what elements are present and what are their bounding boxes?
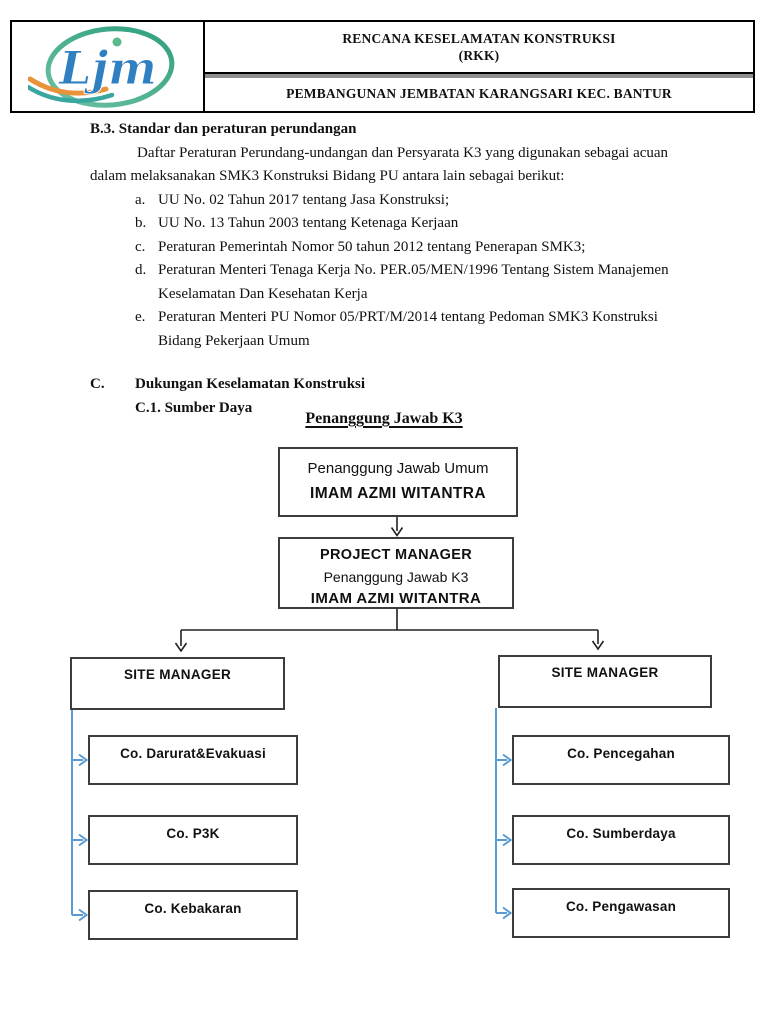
list-text: UU No. 13 Tahun 2003 tentang Ketenaga Ke… xyxy=(158,215,459,231)
list-text-line1: Peraturan Menteri PU Nomor 05/PRT/M/2014… xyxy=(158,309,658,325)
list-marker: a. xyxy=(135,191,146,208)
svg-text:Ljm: Ljm xyxy=(57,41,157,95)
org-box-site-manager-left: SITE MANAGER xyxy=(70,657,285,710)
paragraph-line-2: dalam melaksanakan SMK3 Konstruksi Bidan… xyxy=(90,168,565,184)
org-chart-title: Penanggung Jawab K3 xyxy=(305,410,463,427)
person-name: IMAM AZMI WITANTRA xyxy=(310,485,486,502)
list-marker: e. xyxy=(135,309,146,325)
section-c-heading-row: C. Dukungan Keselamatan Konstruksi xyxy=(90,373,738,397)
org-box-co-pengawasan: Co. Pengawasan xyxy=(512,888,730,938)
down-arrow-icon xyxy=(174,640,605,653)
org-box-site-manager-right: SITE MANAGER xyxy=(498,655,712,708)
list-text: Peraturan Menteri PU Nomor 05/PRT/M/2014… xyxy=(158,306,738,353)
section-c-marker: C. xyxy=(90,376,105,392)
list-item: b. UU No. 13 Tahun 2003 tentang Ketenaga… xyxy=(90,212,738,236)
list-text-line1: Peraturan Menteri Tenaga Kerja No. PER.0… xyxy=(158,262,669,278)
list-marker: d. xyxy=(135,262,147,278)
right-blue-connector xyxy=(495,708,513,920)
document-title-line1: RENCANA KESELAMATAN KONSTRUKSI xyxy=(342,31,616,46)
list-text: Peraturan Pemerintah Nomor 50 tahun 2012… xyxy=(158,238,586,255)
section-c1-heading: C.1. Sumber Daya xyxy=(135,399,253,416)
header-right: RENCANA KESELAMATAN KONSTRUKSI (RKK) PEM… xyxy=(205,22,753,111)
section-b3-heading: B.3. Standar dan peraturan perundangan xyxy=(90,121,357,137)
list-text-line2: Bidang Pekerjaan Umum xyxy=(158,332,310,349)
document-header: Ljm RENCANA KESELAMATAN KONSTRUKSI (RKK)… xyxy=(10,20,755,113)
list-item: d. Peraturan Menteri Tenaga Kerja No. PE… xyxy=(90,259,738,306)
org-box-co-sumberdaya: Co. Sumberdaya xyxy=(512,815,730,865)
section-c-heading: Dukungan Keselamatan Konstruksi xyxy=(135,376,366,392)
org-box-project-manager: PROJECT MANAGER Penanggung Jawab K3 IMAM… xyxy=(278,537,514,609)
list-text: Peraturan Menteri Tenaga Kerja No. PER.0… xyxy=(158,259,738,306)
org-box-co-darurat-evakuasi: Co. Darurat&Evakuasi xyxy=(88,735,298,785)
org-box-co-p3k: Co. P3K xyxy=(88,815,298,865)
left-blue-connector xyxy=(71,710,89,922)
person-name: IMAM AZMI WITANTRA xyxy=(310,590,482,607)
list-text-line2: Keselamatan Dan Kesehatan Kerja xyxy=(158,285,368,302)
list-item: a. UU No. 02 Tahun 2017 tentang Jasa Kon… xyxy=(90,189,738,213)
list-item: c. Peraturan Pemerintah Nomor 50 tahun 2… xyxy=(90,236,738,260)
logo-cell: Ljm xyxy=(12,22,205,111)
role-label: Penanggung Jawab Umum xyxy=(307,460,489,477)
org-box-co-kebakaran: Co. Kebakaran xyxy=(88,890,298,940)
org-box-co-pencegahan: Co. Pencegahan xyxy=(512,735,730,785)
body-text: B.3. Standar dan peraturan perundangan D… xyxy=(90,118,738,420)
project-subtitle-cell: PEMBANGUNAN JEMBATAN KARANGSARI KEC. BAN… xyxy=(205,74,753,111)
org-box-penanggung-jawab-umum: Penanggung Jawab Umum IMAM AZMI WITANTRA xyxy=(278,447,518,517)
list-text: UU No. 02 Tahun 2017 tentang Jasa Konstr… xyxy=(158,191,450,208)
role-sublabel: Penanggung Jawab K3 xyxy=(323,569,469,585)
down-arrow-icon xyxy=(390,517,404,537)
ljm-logo-icon: Ljm xyxy=(27,25,174,108)
paragraph-line-1: Daftar Peraturan Perundang-undangan dan … xyxy=(137,144,669,161)
list-item: e. Peraturan Menteri PU Nomor 05/PRT/M/2… xyxy=(90,306,738,353)
document-title-line2: (RKK) xyxy=(458,48,500,63)
role-label: PROJECT MANAGER xyxy=(320,547,472,563)
list-marker: c. xyxy=(135,238,146,255)
project-subtitle: PEMBANGUNAN JEMBATAN KARANGSARI KEC. BAN… xyxy=(286,86,672,101)
list-marker: b. xyxy=(135,215,147,231)
document-title-cell: RENCANA KESELAMATAN KONSTRUKSI (RKK) xyxy=(205,22,753,74)
branch-connector xyxy=(180,609,599,646)
